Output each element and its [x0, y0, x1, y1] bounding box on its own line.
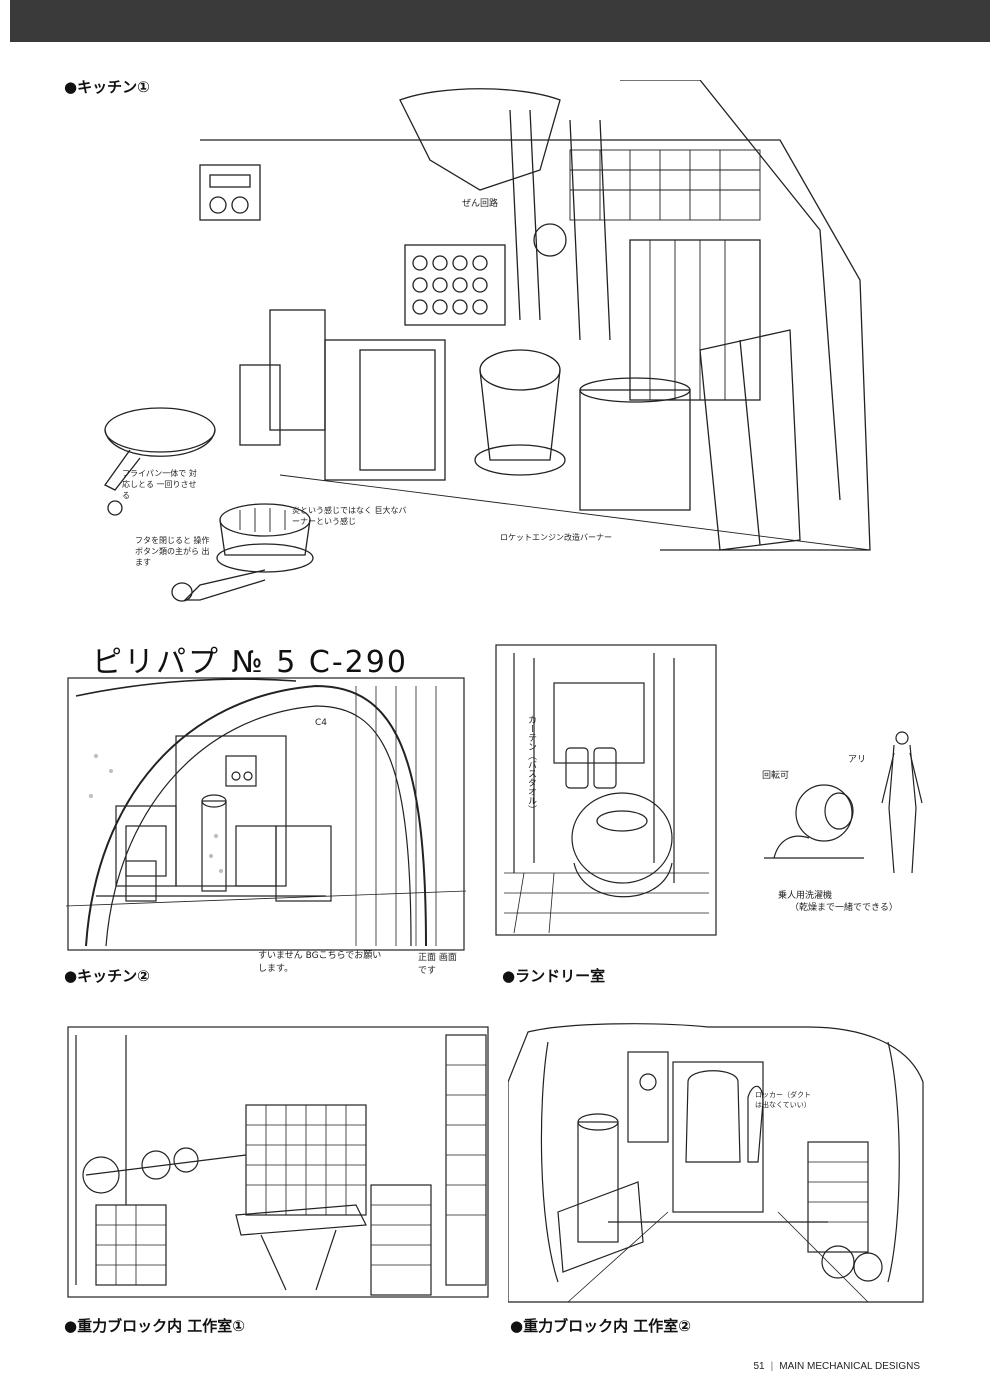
- kitchen-1-sketch: [100, 80, 900, 610]
- kitchen-1-note-pan: フライパン一体で 対応しとる 一回りさせる: [122, 469, 197, 500]
- laundry-note-left: 回転可: [762, 771, 790, 781]
- workshop-1-sketch: [66, 1025, 496, 1305]
- caption-workshop-2: ●重力ブロック内 工作室②: [510, 1317, 692, 1335]
- laundry-note-top: アリ: [848, 755, 867, 765]
- kitchen-1-note-pipe: ぜん回路: [462, 199, 499, 209]
- laundry-note-bottom2: （乾燥まで一緒でできる）: [790, 903, 898, 913]
- kitchen-2-bg-note: すいません BGこちらでお願いします。: [258, 951, 382, 974]
- laundry-note-curtain: カーテン（バスタオル）: [526, 715, 536, 814]
- header-bar: [10, 0, 990, 42]
- kitchen-2-sketch: [66, 676, 466, 976]
- workshop-2-door-note: ロッカー（ダクトは出なくていい）: [755, 1091, 811, 1109]
- caption-kitchen-1: ●キッチン①: [64, 78, 150, 96]
- kitchen-1-note-burner: 炎という感じではなく 巨大なバーナーという感じ: [292, 506, 407, 526]
- laundry-note-bottom: 乗人用洗濯機: [778, 891, 833, 901]
- caption-kitchen-2: ●キッチン②: [64, 967, 150, 985]
- kitchen-2-marker: C4: [315, 718, 328, 728]
- kitchen-2-cut-header: ピリパプ № 5 C-290: [92, 645, 408, 680]
- kitchen-2-right-note: 正面 画面です: [418, 953, 457, 976]
- page-number: 51: [753, 1361, 765, 1372]
- caption-workshop-1: ●重力ブロック内 工作室①: [64, 1317, 246, 1335]
- kitchen-1-note-rocket: ロケットエンジン改造バーナー: [500, 533, 612, 542]
- caption-laundry: ●ランドリー室: [502, 967, 606, 985]
- workshop-2-sketch: [508, 1022, 928, 1307]
- page-footer: 51|MAIN MECHANICAL DESIGNS: [753, 1361, 921, 1372]
- kitchen-1-note-lid: フタを閉じると 操作ボタン類の主がら 出ます: [135, 536, 210, 567]
- section-title: MAIN MECHANICAL DESIGNS: [779, 1361, 920, 1372]
- laundry-sketch: [494, 643, 934, 943]
